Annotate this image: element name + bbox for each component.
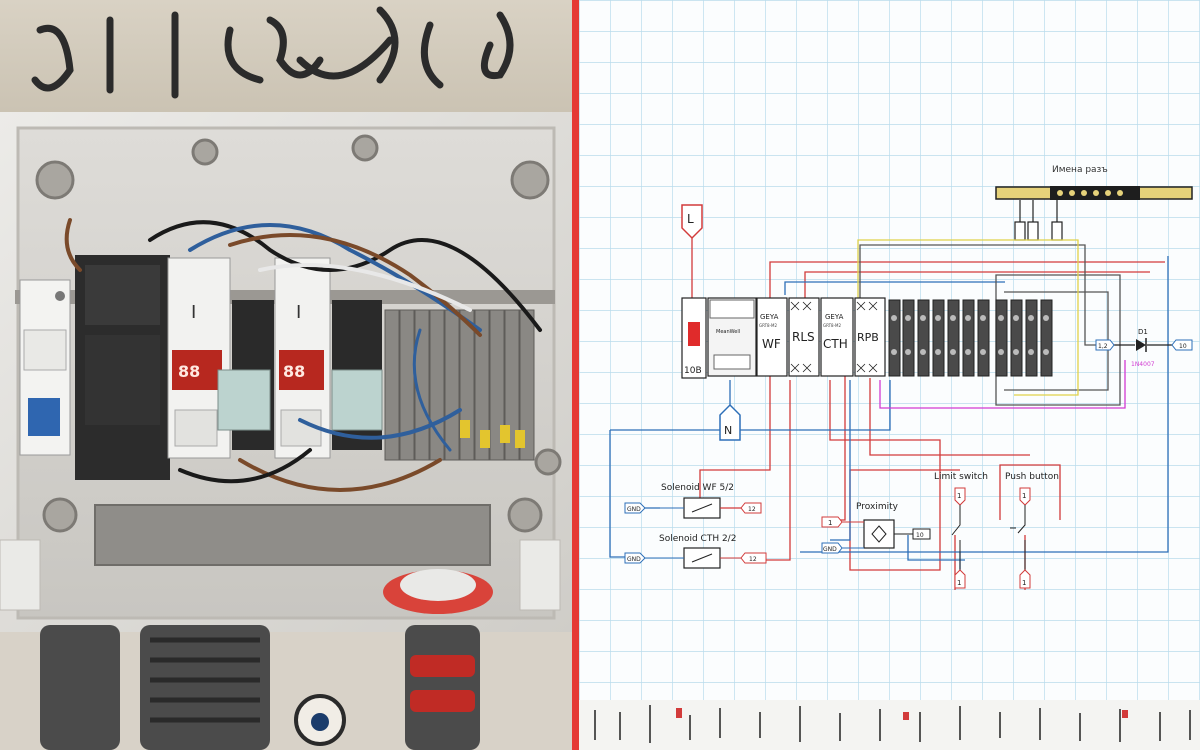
- svg-text:RLS: RLS: [792, 330, 815, 344]
- busbar-header: Имена разъ: [1052, 165, 1108, 175]
- svg-text:1: 1: [957, 492, 961, 500]
- limit-switch: Limit switch 1 1: [934, 472, 988, 589]
- terminal-blocks: [384, 309, 535, 461]
- wiring-schematic: Имена разъ: [579, 0, 1200, 750]
- svg-text:10B: 10B: [684, 366, 702, 376]
- svg-text:D1: D1: [1138, 328, 1148, 336]
- svg-text:GND: GND: [823, 546, 837, 553]
- neutral-tag: N: [719, 380, 741, 441]
- svg-text:WF: WF: [762, 337, 781, 351]
- line-tag: L: [681, 204, 703, 240]
- module-cth: GEYA GRT8-M2 CTH: [820, 297, 854, 377]
- svg-text:MeanWell: MeanWell: [716, 329, 740, 335]
- svg-text:10: 10: [1179, 343, 1187, 350]
- svg-text:10: 10: [916, 532, 924, 539]
- svg-text:GND: GND: [627, 556, 641, 563]
- svg-text:Solenoid WF 5/2: Solenoid WF 5/2: [661, 483, 734, 493]
- svg-text:GEYA: GEYA: [825, 313, 844, 321]
- schematic-terminal-blocks: [888, 299, 1053, 377]
- svg-text:12: 12: [748, 506, 756, 513]
- svg-text:Push button: Push button: [1005, 472, 1059, 482]
- svg-text:1,2: 1,2: [1098, 343, 1108, 350]
- solenoid-wf: Solenoid WF 5/2 12 GND: [624, 483, 762, 519]
- svg-text:1: 1: [1022, 579, 1026, 587]
- svg-text:88: 88: [178, 362, 200, 381]
- breaker-symbol: 10B: [681, 297, 707, 379]
- push-button: Push button 1 1: [1005, 472, 1059, 589]
- module-rpb: RPB: [854, 297, 886, 377]
- control-box-photo: 88 I 88 I: [0, 0, 572, 750]
- svg-text:GEYA: GEYA: [760, 313, 779, 321]
- diode-d1: D1 1N4007 1,2 10: [1095, 328, 1193, 368]
- svg-text:1: 1: [1022, 492, 1026, 500]
- timer-module-2: 88 I: [274, 257, 331, 459]
- proximity-sensor: Proximity 10 1 GND: [821, 502, 931, 554]
- svg-text:GRT8-M2: GRT8-M2: [759, 323, 777, 328]
- svg-text:GND: GND: [627, 506, 641, 513]
- svg-text:CTH: CTH: [823, 337, 848, 351]
- psu-module: MeanWell: [707, 297, 757, 377]
- module-rls: RLS: [788, 297, 820, 377]
- solenoid-cth: Solenoid CTH 2/2 12 GND: [624, 534, 767, 569]
- svg-text:N: N: [724, 424, 732, 437]
- image-divider: [572, 0, 579, 750]
- bottom-noise-strip: [579, 700, 1200, 750]
- svg-text:Proximity: Proximity: [856, 502, 899, 512]
- wiring-bundle: [64, 218, 542, 492]
- circuit-breaker: [19, 279, 71, 456]
- svg-text:Limit switch: Limit switch: [934, 472, 988, 482]
- svg-text:I: I: [296, 302, 301, 323]
- svg-text:1: 1: [828, 519, 832, 527]
- svg-text:L: L: [687, 212, 694, 226]
- svg-text:88: 88: [283, 362, 305, 381]
- svg-text:I: I: [191, 302, 196, 323]
- svg-text:Solenoid CTH 2/2: Solenoid CTH 2/2: [659, 534, 736, 544]
- module-wf: GEYA GRT8-M2 WF: [756, 297, 788, 377]
- svg-text:GRT8-M2: GRT8-M2: [823, 323, 841, 328]
- wall-graffiti: [31, 6, 514, 99]
- svg-text:1N4007: 1N4007: [1131, 361, 1155, 368]
- svg-text:RPB: RPB: [857, 331, 879, 344]
- svg-text:12: 12: [749, 556, 757, 563]
- svg-text:1: 1: [957, 579, 961, 587]
